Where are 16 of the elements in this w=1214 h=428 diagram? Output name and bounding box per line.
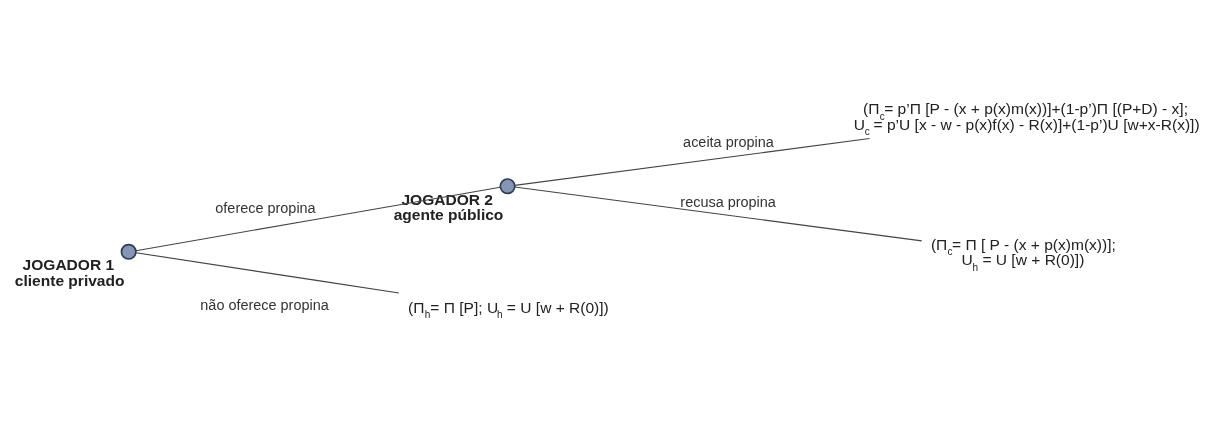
node-text: (Π$_{c}$= Π [ P - (x + p(x)m(x))]; U$_{h}$ = U [w + R(0)]): [930, 235, 1116, 273]
node-label: JOGADOR 1: [22, 256, 115, 274]
node-circle: [120, 243, 137, 260]
node-label: agente público: [393, 206, 504, 224]
edge-label: oferece propina: [215, 200, 316, 217]
edge-label: não oferece propina: [200, 297, 329, 313]
node-label: cliente privado: [14, 271, 125, 289]
connector: [514, 186, 923, 242]
node-circle: [499, 178, 516, 195]
connector: [135, 252, 400, 294]
connector: [135, 186, 501, 252]
edge-label: recusa propina: [680, 193, 776, 210]
edge-label: aceita propina: [683, 133, 774, 150]
node-text: (Π$_{c}$= p’Π [P - (x + p(x)m(x))]+(1-p’)Π [(P+D) - x]; U$_{c}$ = p’U [x - w - p(x)f(x) - R(x)]+(1-p’)U [w+x-R(x)]): [853, 100, 1200, 138]
node-text: (Π$_{h}$= Π [P]; U$_{h}$ = U [w + R(0)]): [408, 298, 609, 321]
connector: [514, 137, 871, 186]
